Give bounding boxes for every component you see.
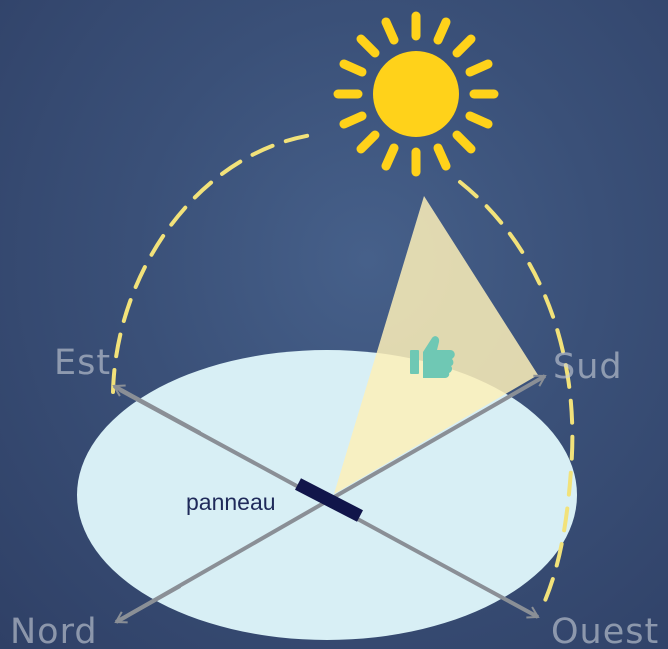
label-south: Sud	[553, 347, 623, 387]
sun-icon	[333, 11, 499, 177]
label-west: Ouest	[551, 612, 659, 649]
thumbs-up-icon	[410, 336, 455, 378]
label-east: Est	[54, 343, 111, 383]
solar-panel	[295, 478, 363, 522]
east-axis-head	[112, 384, 201, 435]
label-north: Nord	[10, 612, 98, 649]
north-axis-head	[114, 584, 181, 624]
sun-path-arc	[111, 132, 575, 614]
panel-label: panneau	[186, 489, 276, 515]
